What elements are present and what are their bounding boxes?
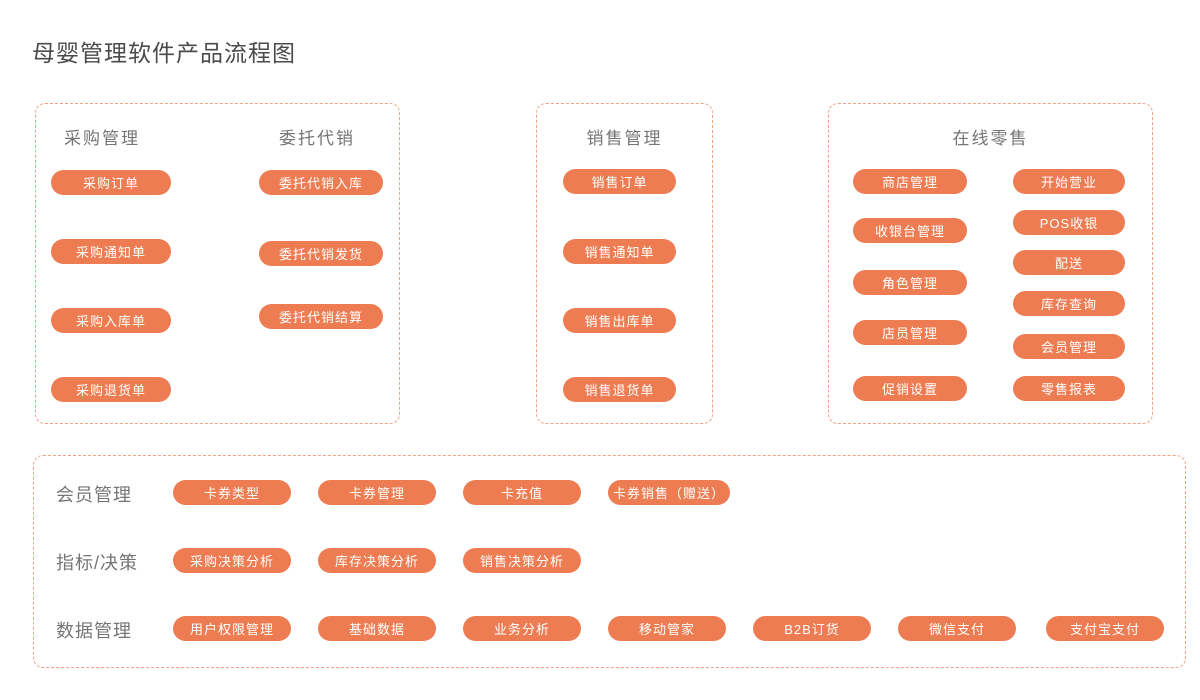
node-store-management: 商店管理: [853, 169, 967, 194]
node-purchase-decision-analysis: 采购决策分析: [173, 548, 291, 573]
node-b2b-ordering: B2B订货: [753, 616, 871, 641]
node-user-permission-management: 用户权限管理: [173, 616, 291, 641]
panel-title-purchase: 采购管理: [64, 129, 140, 148]
node-purchase-notice: 采购通知单: [51, 239, 171, 264]
node-mobile-manager: 移动管家: [608, 616, 726, 641]
node-consignment-shipping: 委托代销发货: [259, 241, 383, 266]
panel-online-retail: 在线零售 商店管理 收银台管理 角色管理 店员管理 促销设置 开始营业 POS收…: [828, 103, 1153, 424]
node-sales-decision-analysis: 销售决策分析: [463, 548, 581, 573]
row-label-membership: 会员管理: [56, 485, 132, 505]
panel-bottom: 会员管理 卡券类型 卡券管理 卡充值 卡券销售（赠送） 指标/决策 采购决策分析…: [33, 455, 1186, 668]
panel-sales: 销售管理 销售订单 销售通知单 销售出库单 销售退货单: [536, 103, 713, 424]
row-label-indicators-decision: 指标/决策: [56, 553, 139, 573]
node-delivery: 配送: [1013, 250, 1125, 275]
panel-title-sales: 销售管理: [586, 129, 663, 148]
node-pos-cashier: POS收银: [1013, 210, 1125, 235]
node-promotion-settings: 促销设置: [853, 376, 967, 401]
node-purchase-return: 采购退货单: [51, 377, 171, 402]
node-retail-reports: 零售报表: [1013, 376, 1125, 401]
page-title: 母婴管理软件产品流程图: [32, 40, 296, 66]
node-purchase-order: 采购订单: [51, 170, 171, 195]
panel-purchase-consignment: 采购管理 委托代销 采购订单 采购通知单 采购入库单 采购退货单 委托代销入库 …: [35, 103, 400, 424]
node-sales-outbound: 销售出库单: [563, 308, 676, 333]
panel-title-online-retail: 在线零售: [952, 129, 1029, 148]
row-label-data-management: 数据管理: [56, 621, 132, 641]
node-card-coupon-type: 卡券类型: [173, 480, 291, 505]
panel-title-consignment: 委托代销: [279, 129, 355, 148]
node-wechat-pay: 微信支付: [898, 616, 1016, 641]
node-card-recharge: 卡充值: [463, 480, 581, 505]
node-purchase-inbound: 采购入库单: [51, 308, 171, 333]
node-basic-data: 基础数据: [318, 616, 436, 641]
node-sales-notice: 销售通知单: [563, 239, 676, 264]
node-member-management: 会员管理: [1013, 334, 1125, 359]
node-alipay-pay: 支付宝支付: [1046, 616, 1164, 641]
node-sales-return: 销售退货单: [563, 377, 676, 402]
node-role-management: 角色管理: [853, 270, 967, 295]
node-card-coupon-sale-gift: 卡券销售（赠送）: [608, 480, 730, 505]
node-card-coupon-management: 卡券管理: [318, 480, 436, 505]
node-clerk-management: 店员管理: [853, 320, 967, 345]
node-sales-order: 销售订单: [563, 169, 676, 194]
node-inventory-query: 库存查询: [1013, 291, 1125, 316]
node-open-business: 开始营业: [1013, 169, 1125, 194]
node-consignment-settlement: 委托代销结算: [259, 304, 383, 329]
node-cashier-desk-management: 收银台管理: [853, 218, 967, 243]
node-consignment-inbound: 委托代销入库: [259, 170, 383, 195]
node-business-analysis: 业务分析: [463, 616, 581, 641]
node-inventory-decision-analysis: 库存决策分析: [318, 548, 436, 573]
